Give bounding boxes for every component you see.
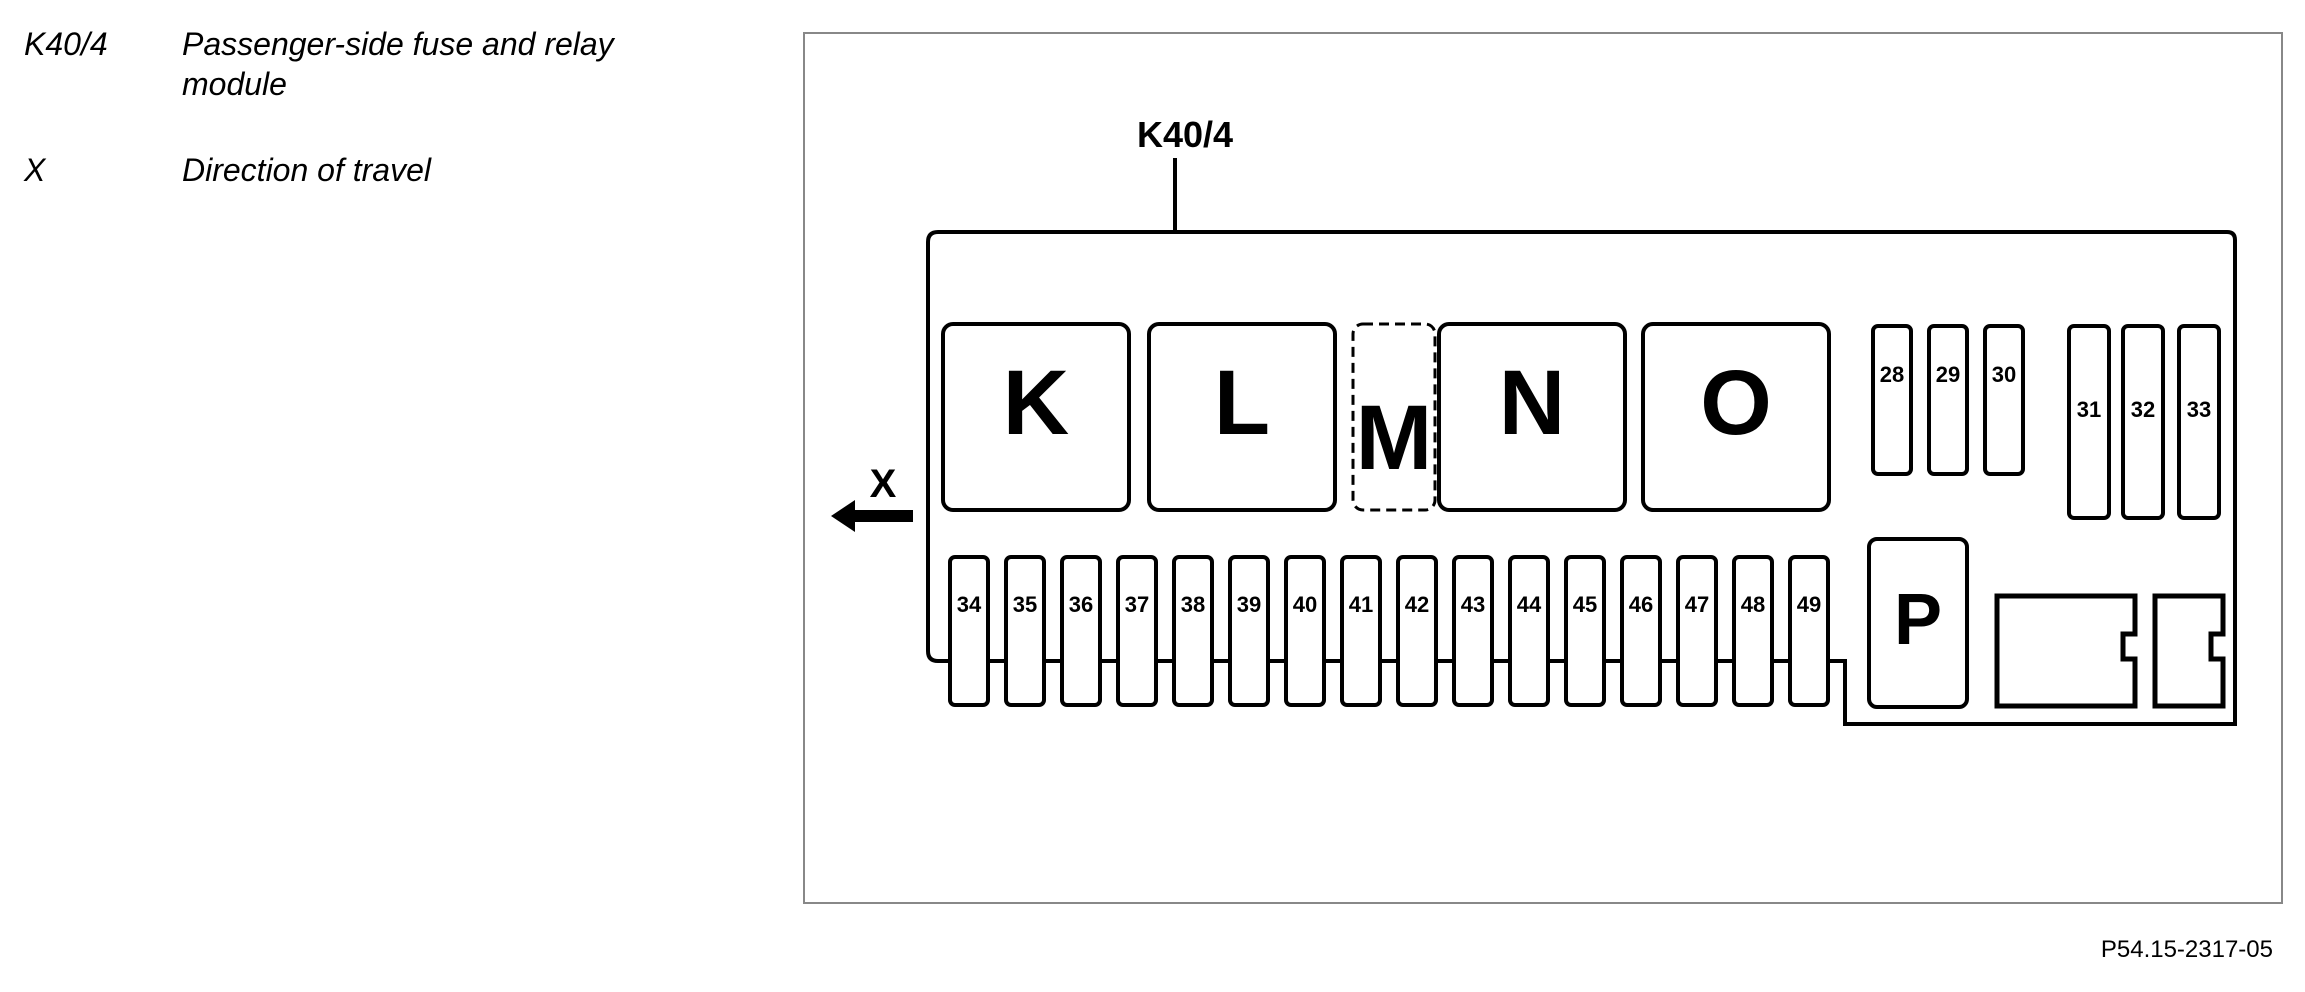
relay-l-label: L [1214,352,1270,454]
legend-code: K40/4 [24,26,108,62]
fuse-30 [1983,324,2025,476]
legend: K40/4 Passenger-side fuse and relay modu… [24,24,784,236]
legend-code: X [24,152,46,188]
fuse-35-label: 35 [1013,592,1037,617]
fuse-46-label: 46 [1629,592,1653,617]
fuse-38 [1172,555,1214,707]
legend-row-x: X Direction of travel [24,150,784,190]
fuse-33-label: 33 [2187,397,2211,422]
figure-id: P54.15-2317-05 [2100,936,2273,963]
fuse-49-label: 49 [1797,592,1821,617]
relay-l [1147,322,1337,512]
fuse-34 [948,555,990,707]
fuse-37-label: 37 [1125,592,1149,617]
fuse-42 [1396,555,1438,707]
relay-k-label: K [1003,352,1069,454]
fuse-40 [1284,555,1326,707]
relay-m [1351,322,1437,512]
connector-block-left [1994,593,2138,709]
relay-k [941,322,1131,512]
fuse-32 [2121,324,2165,520]
legend-description: Passenger-side fuse and relay module [182,26,614,102]
fuse-39 [1228,555,1270,707]
fuse-36 [1060,555,1102,707]
fuse-30-label: 30 [1992,362,2016,387]
fuse-43 [1452,555,1494,707]
fuse-34-label: 34 [957,592,982,617]
relay-o-label: O [1700,352,1772,454]
relay-m-label: M [1356,387,1433,489]
fuse-47 [1676,555,1718,707]
module-housing [926,230,2237,726]
fuse-46 [1620,555,1662,707]
fuse-29 [1927,324,1969,476]
fuse-32-label: 32 [2131,397,2155,422]
relay-o [1641,322,1831,512]
fuse-45-label: 45 [1573,592,1597,617]
fuse-48-label: 48 [1741,592,1765,617]
relay-p-label: P [1894,580,1942,660]
fuse-47-label: 47 [1685,592,1709,617]
connector-block-right [2152,593,2226,709]
fuse-40-label: 40 [1293,592,1317,617]
legend-description: Direction of travel [182,152,431,188]
direction-label: X [870,462,897,506]
relay-p [1867,537,1969,709]
legend-row-k40-4: K40/4 Passenger-side fuse and relay modu… [24,24,784,104]
fuse-31-label: 31 [2077,397,2101,422]
relay-n [1437,322,1627,512]
module-label: K40/4 [1137,114,1233,155]
direction-arrow-icon [831,500,913,532]
fuse-45 [1564,555,1606,707]
fuse-28 [1871,324,1913,476]
fuse-41-label: 41 [1349,592,1373,617]
fuse-44-label: 44 [1517,592,1542,617]
fuse-29-label: 29 [1936,362,1960,387]
fuse-37 [1116,555,1158,707]
relay-n-label: N [1499,352,1565,454]
fuse-44 [1508,555,1550,707]
fuse-41 [1340,555,1382,707]
fuse-36-label: 36 [1069,592,1093,617]
fuse-42-label: 42 [1405,592,1429,617]
fuse-43-label: 43 [1461,592,1485,617]
fuse-39-label: 39 [1237,592,1261,617]
fuse-49 [1788,555,1830,707]
fuse-28-label: 28 [1880,362,1904,387]
fuse-33 [2177,324,2221,520]
fuse-48 [1732,555,1774,707]
fuse-35 [1004,555,1046,707]
fuses: 28 29 30 31 32 33 34 35 36 37 38 39 40 41 42 43 44 45 46 47… [948,324,2221,707]
fuse-38-label: 38 [1181,592,1205,617]
fuse-31 [2067,324,2111,520]
